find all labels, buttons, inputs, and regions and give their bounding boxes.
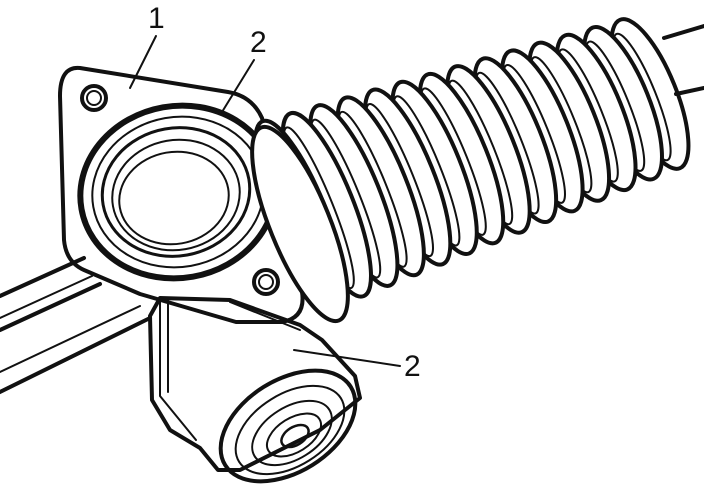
leader-line-1 [129, 35, 157, 89]
flange-bolt-hole-lower [252, 268, 280, 296]
callout-label-2-lower: 2 [404, 350, 421, 383]
flange-bolt-hole-upper [80, 84, 108, 112]
leader-line-2-lower [293, 349, 401, 367]
boot-collar [250, 124, 350, 324]
rack-tube [0, 256, 152, 394]
callout-2-lower: 2 [293, 349, 421, 383]
callout-1: 1 [129, 2, 165, 89]
callout-label-1: 1 [148, 2, 165, 35]
steering-housing [148, 296, 362, 472]
tie-rod [662, 24, 704, 96]
leader-line-2-upper [221, 59, 255, 113]
rack-boot-bellows [250, 17, 691, 324]
pinion-flange [58, 65, 305, 324]
housing-end-port [218, 368, 358, 484]
callout-label-2-upper: 2 [250, 26, 267, 59]
callout-2-upper: 2 [221, 26, 267, 113]
